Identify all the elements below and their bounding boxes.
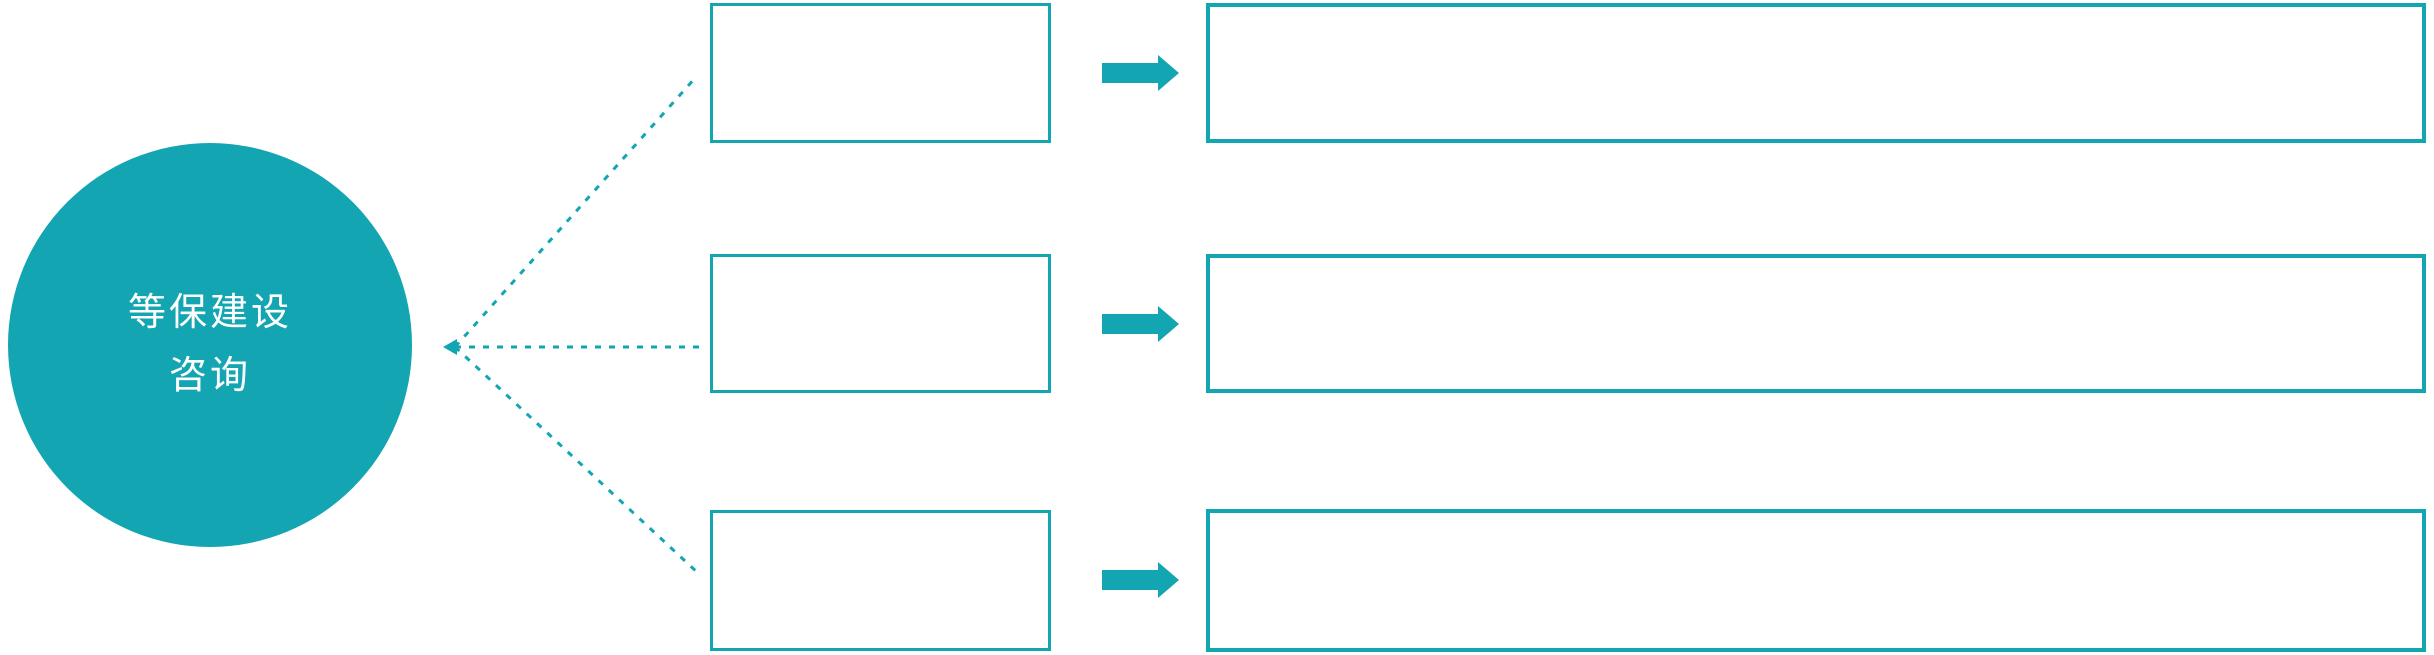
stage-box-1-label xyxy=(713,6,1048,140)
detail-box-2 xyxy=(1206,254,2426,393)
detail-box-3 xyxy=(1206,509,2426,652)
stage-box-3-label xyxy=(713,513,1048,648)
detail-box-1 xyxy=(1206,3,2426,143)
detail-box-1-label xyxy=(1210,7,2422,139)
dotted-connector-top xyxy=(453,76,698,348)
right-block-arrow-icon-1 xyxy=(1102,55,1179,91)
stage-box-2-label xyxy=(713,257,1048,390)
right-block-arrow-icon-2 xyxy=(1102,306,1179,342)
stage-box-1 xyxy=(710,3,1051,143)
hub-label-line1: 等保建设 xyxy=(127,292,292,335)
detail-box-3-label xyxy=(1210,513,2422,648)
stage-box-2 xyxy=(710,254,1051,393)
left-arrowhead-icon xyxy=(443,339,457,355)
hub-circle: 等保建设 咨询 xyxy=(8,143,412,547)
right-block-arrow-icon-3 xyxy=(1102,562,1179,598)
detail-box-2-label xyxy=(1210,258,2422,389)
dotted-connector-bottom xyxy=(453,345,700,575)
hub-label-line2: 咨询 xyxy=(168,355,251,397)
stage-box-3 xyxy=(710,510,1051,651)
